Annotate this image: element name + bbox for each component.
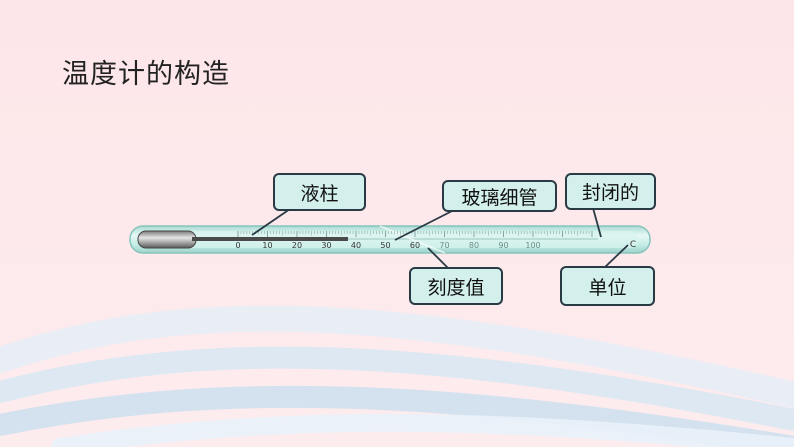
tick-label: 50 xyxy=(380,241,390,250)
liquid-column xyxy=(192,237,348,241)
tick-label: 100 xyxy=(525,241,540,250)
tick-label: 20 xyxy=(292,241,302,250)
bulb xyxy=(137,230,197,249)
line-unit xyxy=(603,244,629,269)
label-glass-tube: 玻璃细管 xyxy=(442,180,557,212)
page-title: 温度计的构造 xyxy=(62,59,230,90)
thermometer: 0 10 20 30 40 50 60 70 80 90 100 C xyxy=(129,225,651,254)
tick-label: 90 xyxy=(498,241,508,250)
tick-label: 10 xyxy=(262,241,272,250)
tick-labels: 0 10 20 30 40 50 60 70 80 90 100 xyxy=(235,241,540,250)
line-glass-tube xyxy=(394,206,461,241)
line-scale-value xyxy=(427,247,449,269)
callout-lines xyxy=(251,206,629,269)
line-liquid-column xyxy=(251,208,291,236)
unit-symbol: C xyxy=(630,240,636,250)
label-liquid-column: 液柱 xyxy=(273,173,366,211)
label-sealed: 封闭的 xyxy=(565,173,656,210)
label-unit: 单位 xyxy=(560,266,655,306)
label-scale-value: 刻度值 xyxy=(409,267,503,305)
tick-label: 40 xyxy=(351,241,361,250)
glass-highlight xyxy=(379,225,446,254)
decorative-waves xyxy=(0,305,794,447)
tick-label: 80 xyxy=(469,241,479,250)
line-sealed xyxy=(592,207,602,238)
tick-label: 60 xyxy=(410,241,420,250)
tick-label: 30 xyxy=(321,241,331,250)
tick-label: 70 xyxy=(439,241,449,250)
tick-label: 0 xyxy=(235,241,240,250)
capillary xyxy=(348,238,598,240)
